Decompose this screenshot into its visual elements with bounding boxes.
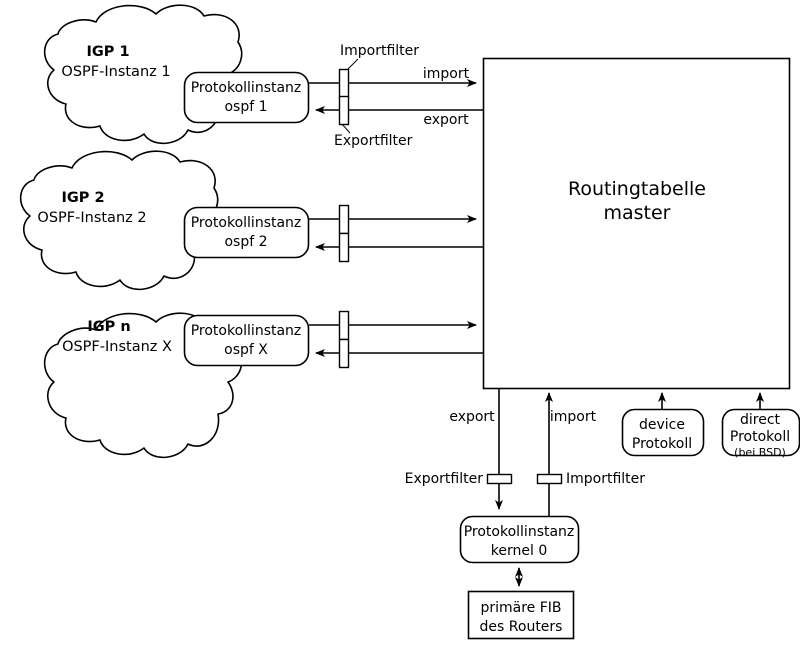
- protocol-instance-3-line2: ospf X: [224, 342, 268, 358]
- import-flow-label-1: import: [422, 66, 470, 82]
- importfilter-label-1: Importfilter: [340, 43, 420, 59]
- master-routing-table-box[interactable]: [482, 57, 791, 390]
- device-protocol-box[interactable]: [621, 408, 705, 457]
- cloud-igp-n-title: IGP n: [87, 319, 131, 335]
- import-filter-2[interactable]: [338, 204, 350, 235]
- protocol-instance-1-line1: Protokollinstanz: [190, 80, 302, 96]
- cloud-igp-1-subtitle: OSPF-Instanz 1: [61, 64, 171, 80]
- kernel-importfilter-label: Importfilter: [566, 471, 646, 487]
- cloud-igp-2: [19, 150, 219, 291]
- master-table-line2: master: [603, 202, 671, 224]
- primary-fib-box[interactable]: [467, 590, 575, 640]
- export-filter-2[interactable]: [338, 232, 350, 263]
- direct-protocol-line3: (bei BSD): [734, 446, 786, 459]
- protocol-instance-2-line2: ospf 2: [224, 234, 268, 250]
- cloud-igp-1-title: IGP 1: [86, 44, 130, 60]
- import-filter-3[interactable]: [338, 310, 350, 341]
- protocol-instance-box-1[interactable]: [183, 71, 310, 124]
- cloud-igp-2-title: IGP 2: [61, 190, 105, 206]
- kernel-instance-line1: Protokollinstanz: [463, 524, 575, 540]
- exportfilter-label-1: Exportfilter: [334, 133, 413, 149]
- export-flow-label-1: export: [423, 112, 469, 128]
- cloud-igp-n-subtitle: OSPF-Instanz X: [62, 339, 172, 355]
- protocol-instance-3-line1: Protokollinstanz: [190, 323, 302, 339]
- protocol-instance-1-line2: ospf 1: [224, 99, 268, 115]
- kernel-export-flow-label: export: [449, 409, 495, 425]
- cloud-igp-2-subtitle: OSPF-Instanz 2: [37, 210, 147, 226]
- kernel-instance-line2: kernel 0: [490, 543, 548, 559]
- export-filter-1[interactable]: [338, 95, 350, 126]
- protocol-instance-box-3[interactable]: [183, 314, 310, 367]
- importfilter-leader-1: [346, 58, 359, 71]
- device-protocol-line2: Protokoll: [631, 436, 693, 452]
- kernel-import-filter[interactable]: [536, 473, 563, 485]
- master-table-line1: Routingtabelle: [568, 178, 706, 200]
- kernel-export-filter[interactable]: [486, 473, 513, 485]
- fib-line2: des Routers: [479, 619, 563, 635]
- protocol-instance-2-line1: Protokollinstanz: [190, 215, 302, 231]
- fib-line1: primäre FIB: [480, 600, 562, 616]
- direct-protocol-line1: direct: [739, 412, 781, 428]
- export-filter-3[interactable]: [338, 338, 350, 369]
- protocol-instance-box-2[interactable]: [183, 206, 310, 259]
- kernel-protocol-instance-box[interactable]: [459, 515, 580, 564]
- import-filter-1[interactable]: [338, 68, 350, 99]
- kernel-exportfilter-label: Exportfilter: [404, 471, 483, 487]
- kernel-import-flow-label: import: [549, 409, 597, 425]
- direct-protocol-line2: Protokoll: [729, 429, 791, 445]
- device-protocol-line1: device: [639, 417, 685, 433]
